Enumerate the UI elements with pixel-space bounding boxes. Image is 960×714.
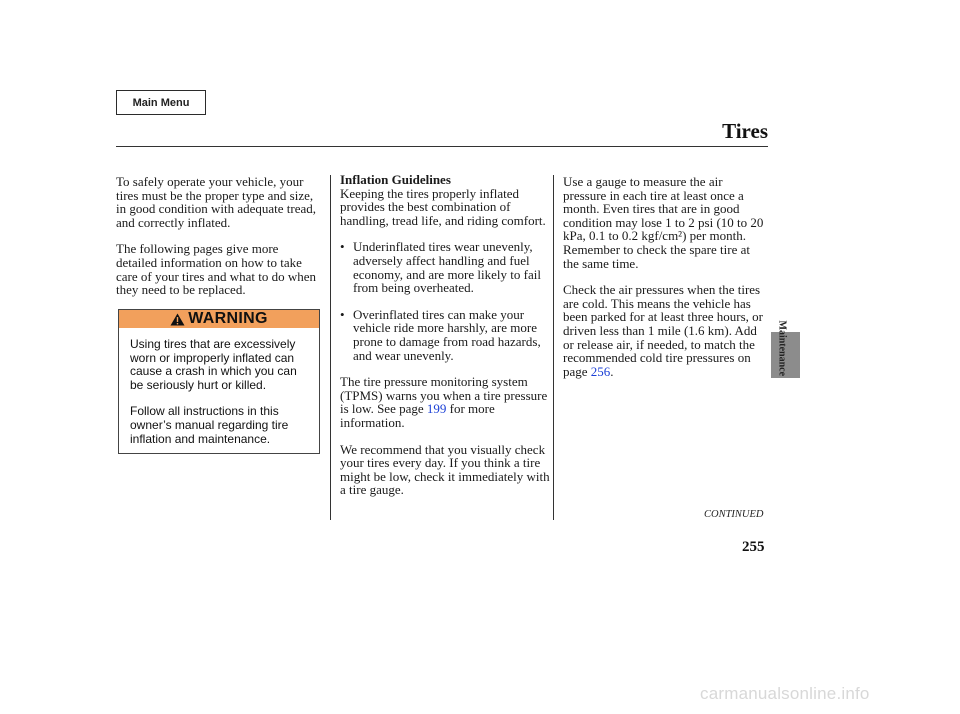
warning-label: WARNING <box>188 310 268 327</box>
footer-watermark: carmanualsonline.info <box>700 684 870 703</box>
column-right: Use a gauge to measure the air pressure … <box>563 175 768 378</box>
warning-header: WARNING <box>119 310 319 328</box>
bullet-mark: • <box>340 306 345 322</box>
check-paragraph: We recommend that you visually check you… <box>340 441 550 498</box>
cold-tires-end: . <box>610 363 614 379</box>
cold-tires-paragraph: Check the air pressures when the tires a… <box>563 283 768 378</box>
bullet-text: Overinflated tires can make your vehicle… <box>353 306 541 363</box>
intro-paragraph: To safely operate your vehicle, your tir… <box>116 174 317 230</box>
warning-triangle-icon <box>170 313 185 325</box>
warning-text-1: Using tires that are excessively worn or… <box>130 337 297 392</box>
column-left: To safely operate your vehicle, your tir… <box>116 175 322 297</box>
cold-tires-text: Check the air pressures when the tires a… <box>563 282 763 379</box>
bullet-text: Underinflated tires wear unevenly, adver… <box>353 239 541 296</box>
section-tab-text: Maintenance <box>776 320 788 377</box>
tpms-text: The tire pressure monitoring system (TPM… <box>340 374 548 417</box>
header-rule <box>116 146 768 147</box>
tpms-paragraph: The tire pressure monitoring system (TPM… <box>340 375 550 429</box>
section-tab-label: Maintenance <box>772 321 790 420</box>
page-link-199[interactable]: 199 <box>426 401 447 417</box>
page-title: Tires <box>722 119 768 143</box>
continued-label: CONTINUED <box>704 509 764 520</box>
column-middle: Inflation Guidelines Keeping the tires p… <box>340 172 550 498</box>
column-divider-1 <box>330 175 331 520</box>
guidelines-paragraph: Keeping the tires properly inflated prov… <box>340 185 546 228</box>
warning-box: WARNING Using tires that are excessively… <box>118 309 320 454</box>
bullet-mark: • <box>340 239 345 255</box>
main-menu-button[interactable]: Main Menu <box>116 90 206 115</box>
warning-text-2: Follow all instructions in this owner’s … <box>130 404 289 446</box>
column-divider-2 <box>553 175 554 520</box>
followup-paragraph: The following pages give more detailed i… <box>116 241 316 298</box>
section-tab <box>771 332 800 378</box>
gauge-paragraph: Use a gauge to measure the air pressure … <box>563 174 764 271</box>
section-heading: Inflation Guidelines <box>340 172 451 187</box>
bullet-item: • Underinflated tires wear unevenly, adv… <box>340 240 550 294</box>
page-link-256[interactable]: 256 <box>590 363 611 379</box>
page-number: 255 <box>742 539 765 555</box>
bullet-item: • Overinflated tires can make your vehic… <box>340 306 550 363</box>
tpms-text-end: for more information. <box>340 401 495 430</box>
